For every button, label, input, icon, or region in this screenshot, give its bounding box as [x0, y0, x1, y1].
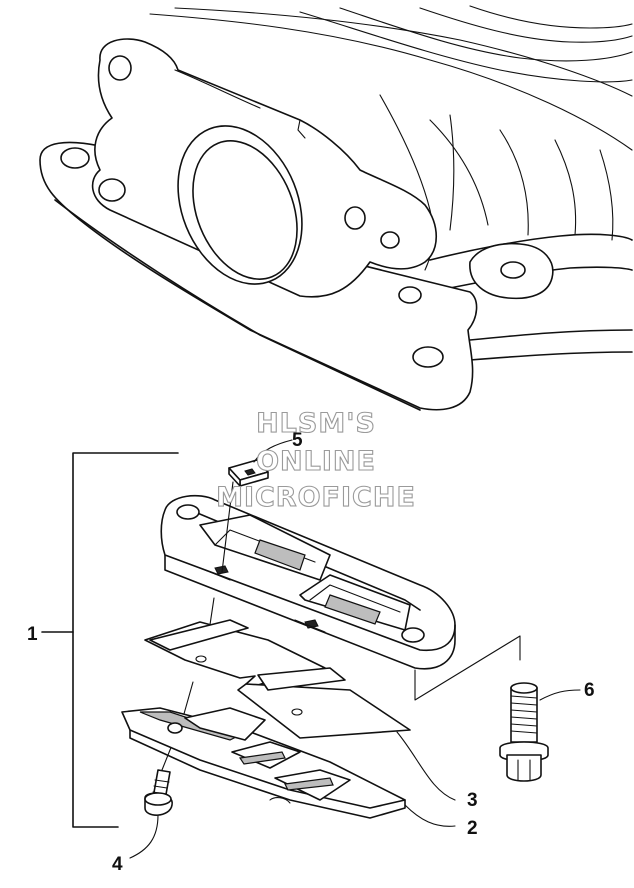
- callout-3-leader: [396, 731, 456, 801]
- callout-5: 5: [292, 430, 303, 451]
- watermark-line-2: ONLINE: [256, 446, 376, 477]
- alignment-line: [161, 744, 173, 771]
- watermark-line-1: HLSM'S: [256, 408, 376, 439]
- callout-5-leader: [253, 439, 293, 463]
- part-4-screw: [144, 769, 173, 816]
- callout-4: 4: [112, 854, 123, 875]
- callout-1: 1: [27, 624, 38, 645]
- callout-4-leader: [129, 814, 159, 859]
- part-2-stop-plate: [121, 707, 406, 819]
- part-3-reed-petal: [144, 619, 411, 739]
- alignment-line: [414, 635, 521, 701]
- callout-2-leader: [404, 804, 456, 827]
- alignment-line: [221, 481, 234, 573]
- callout-6-leader: [539, 689, 581, 701]
- reed-valve-block: [160, 494, 456, 670]
- part-6-bolt: [499, 682, 549, 782]
- assembly-bracket: [72, 452, 179, 828]
- part-5-clip: [228, 459, 269, 487]
- callout-3: 3: [467, 790, 478, 811]
- watermark-line-3: MICROFICHE: [216, 482, 416, 513]
- watermark: HLSM'S ONLINE MICROFICHE: [216, 407, 416, 513]
- callout-2: 2: [467, 818, 478, 839]
- callout-6: 6: [584, 680, 595, 701]
- engine-crankcase-illustration: [39, 5, 633, 411]
